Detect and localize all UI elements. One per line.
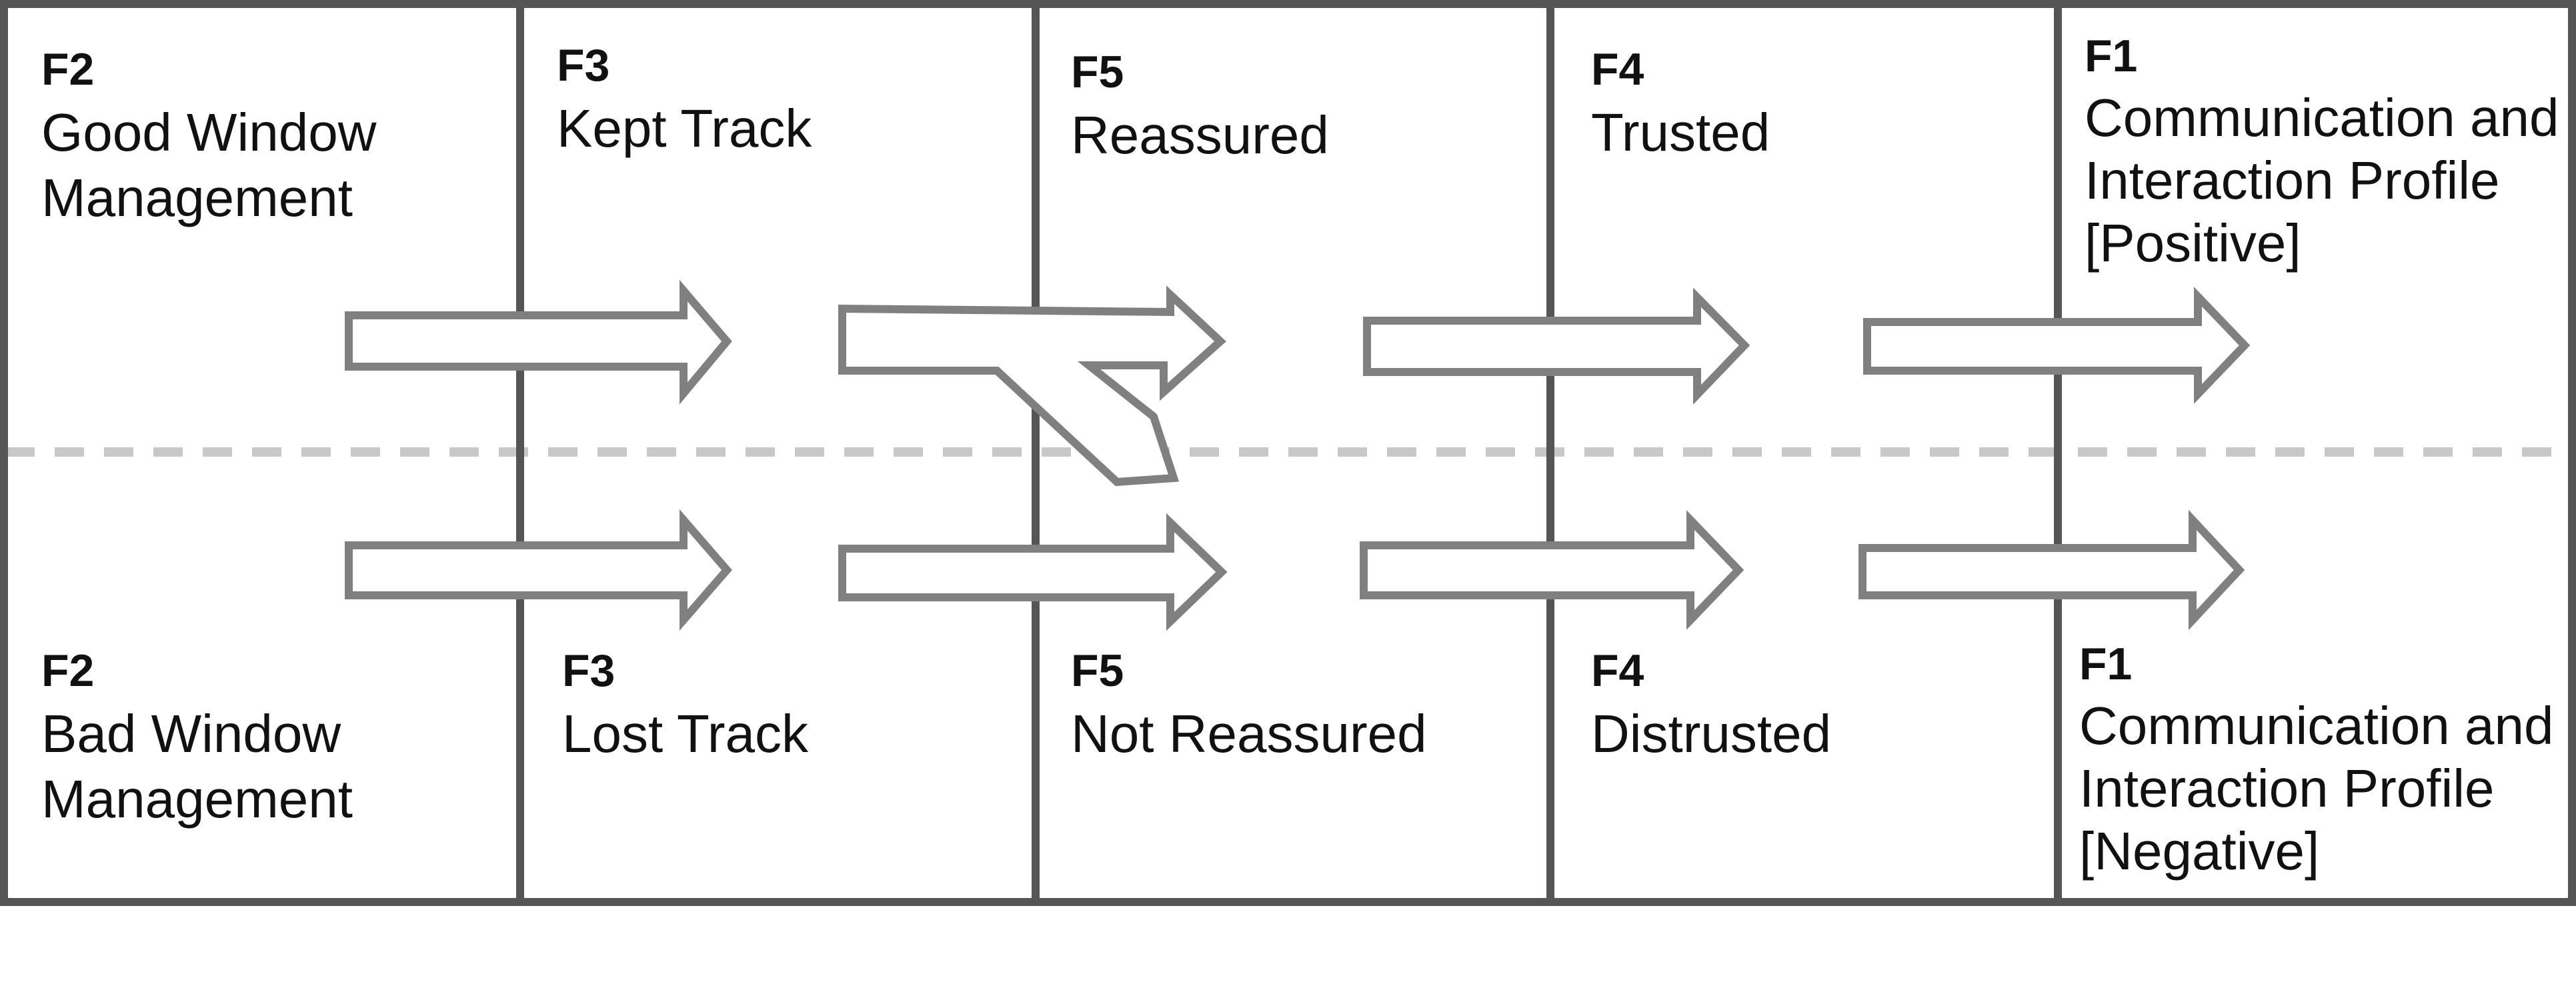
arrow-kept-to-reassured-and-branch	[838, 285, 1226, 487]
factor-code: F1	[2085, 31, 2138, 81]
arrow-lost-to-not-reassured	[838, 513, 1228, 631]
arrow-reassured-to-trusted	[1363, 287, 1750, 405]
factor-code: F5	[1071, 47, 1124, 97]
factor-label: Not Reassured	[1071, 704, 1427, 763]
factor-code: F3	[557, 40, 610, 91]
arrow-trusted-to-positive-profile	[1863, 287, 2251, 404]
panel-trusted: F4 Trusted	[1591, 39, 1770, 165]
factor-code: F4	[1591, 645, 1644, 696]
factor-code: F1	[2079, 639, 2133, 689]
panel-reassured: F5 Reassured	[1071, 41, 1329, 168]
factor-label: Kept Track	[557, 99, 812, 158]
panel-negative-profile: F1 Communication and Interaction Profile…	[2079, 633, 2553, 883]
arrow-not-reassured-to-distrusted	[1360, 510, 1744, 630]
panel-good-window-management: F2 Good Window Management	[41, 39, 376, 231]
outer-frame	[0, 0, 2576, 906]
factor-label: Bad Window Management	[41, 704, 353, 829]
panel-kept-track: F3 Kept Track	[557, 35, 812, 161]
arrow-bad-to-lost	[345, 509, 732, 631]
factor-label: Distrusted	[1591, 704, 1832, 763]
factor-label: Trusted	[1591, 103, 1770, 162]
panel-lost-track: F3 Lost Track	[562, 640, 808, 767]
factor-label: Reassured	[1071, 105, 1329, 165]
factor-code: F2	[41, 44, 95, 95]
panel-distrusted: F4 Distrusted	[1591, 640, 1831, 767]
panel-bad-window-management: F2 Bad Window Management	[41, 640, 353, 832]
factor-code: F4	[1591, 44, 1644, 95]
factor-code: F2	[41, 645, 95, 696]
arrow-good-to-kept	[345, 279, 732, 405]
arrow-distrusted-to-negative-profile	[1858, 509, 2245, 631]
factor-code: F3	[562, 645, 615, 696]
panel-positive-profile: F1 Communication and Interaction Profile…	[2085, 25, 2559, 275]
factor-label: Good Window Management	[41, 103, 377, 227]
factor-label: Communication and Interaction Profile [N…	[2079, 696, 2554, 881]
factor-code: F5	[1071, 645, 1124, 696]
factor-label: Lost Track	[562, 704, 809, 763]
panel-not-reassured: F5 Not Reassured	[1071, 640, 1427, 767]
factor-label: Communication and Interaction Profile [P…	[2085, 88, 2559, 273]
